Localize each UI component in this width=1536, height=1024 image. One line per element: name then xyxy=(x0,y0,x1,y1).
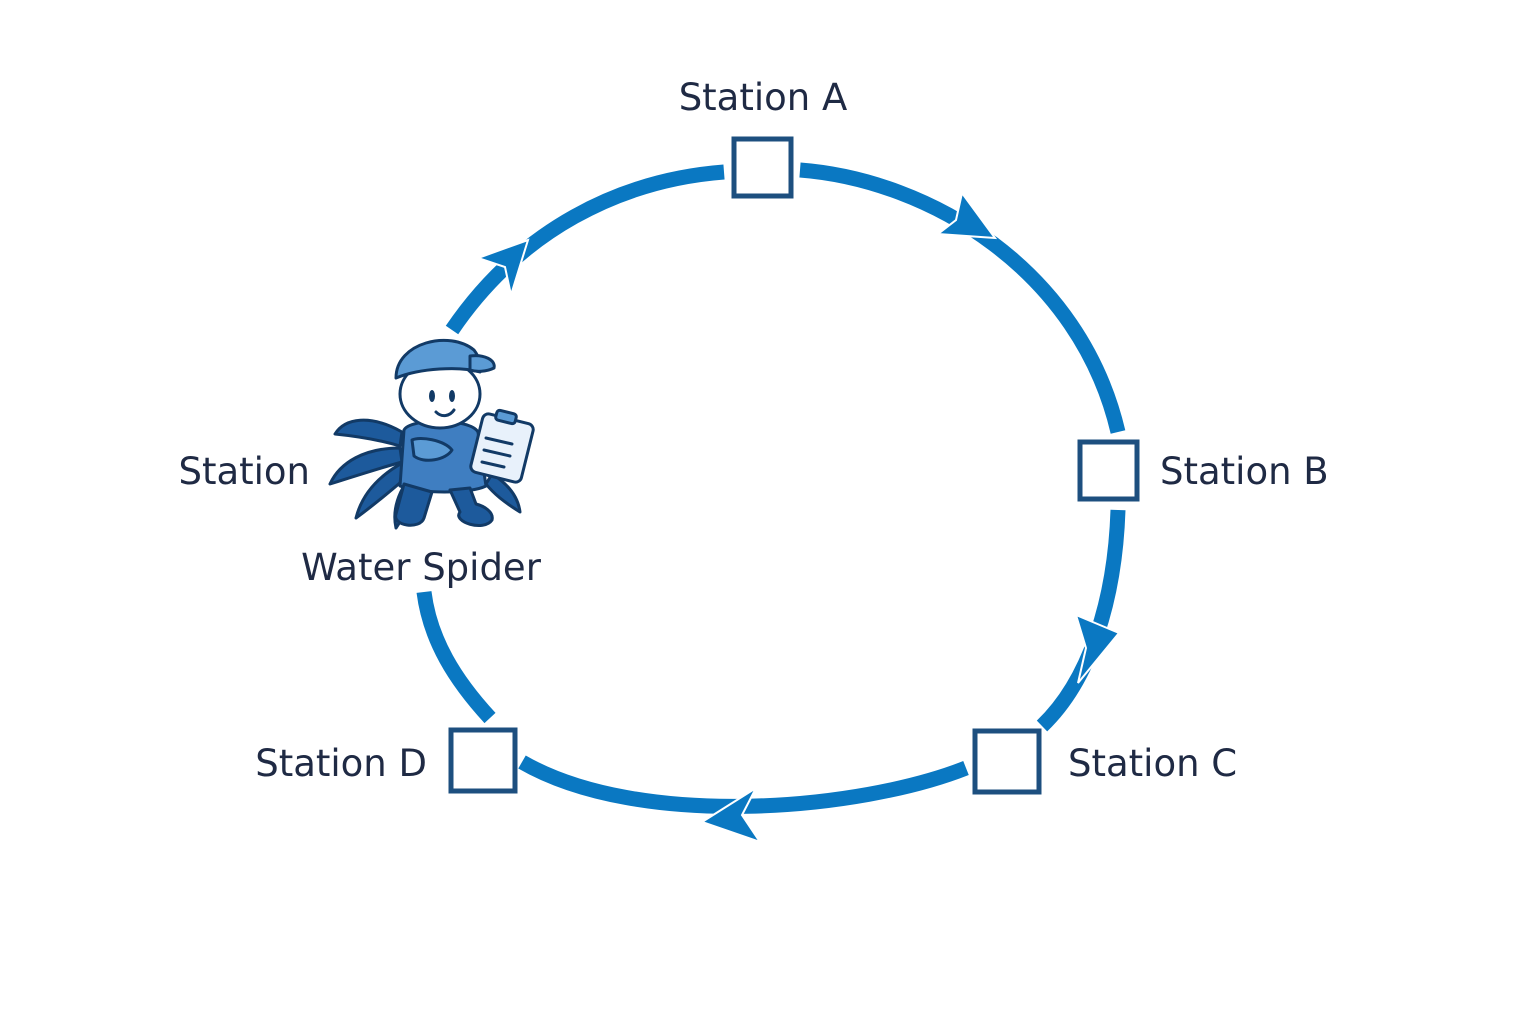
arrow-head-a-to-b-icon xyxy=(935,190,998,240)
water-spider-label: Water Spider xyxy=(301,546,542,589)
arrow-head-c-to-d-icon xyxy=(699,785,763,844)
station-b-box xyxy=(1077,439,1140,502)
station-c-label: Station C xyxy=(1068,742,1237,785)
station-nodes xyxy=(448,136,1140,795)
station-b-label: Station B xyxy=(1160,450,1329,493)
arrow-head-spider-to-a-icon xyxy=(474,238,530,299)
arc-a-to-b xyxy=(799,162,1126,434)
arc-d-to-spider xyxy=(416,590,496,724)
station-labels: Station A Station B Station C Station D … xyxy=(178,76,1328,785)
station-a-box xyxy=(731,136,794,199)
current-station-label: Station xyxy=(178,450,310,493)
station-d-label: Station D xyxy=(255,742,427,785)
direction-arrows xyxy=(474,190,1121,844)
arc-spider-to-a xyxy=(445,164,725,335)
water-spider-mascot-icon xyxy=(328,338,535,530)
station-c-box xyxy=(972,728,1042,795)
loop-path xyxy=(416,162,1126,814)
arrow-head-b-to-c-icon xyxy=(1074,613,1121,684)
station-a-label: Station A xyxy=(679,76,848,119)
station-d-box xyxy=(448,727,518,794)
arc-c-to-d xyxy=(518,755,969,814)
